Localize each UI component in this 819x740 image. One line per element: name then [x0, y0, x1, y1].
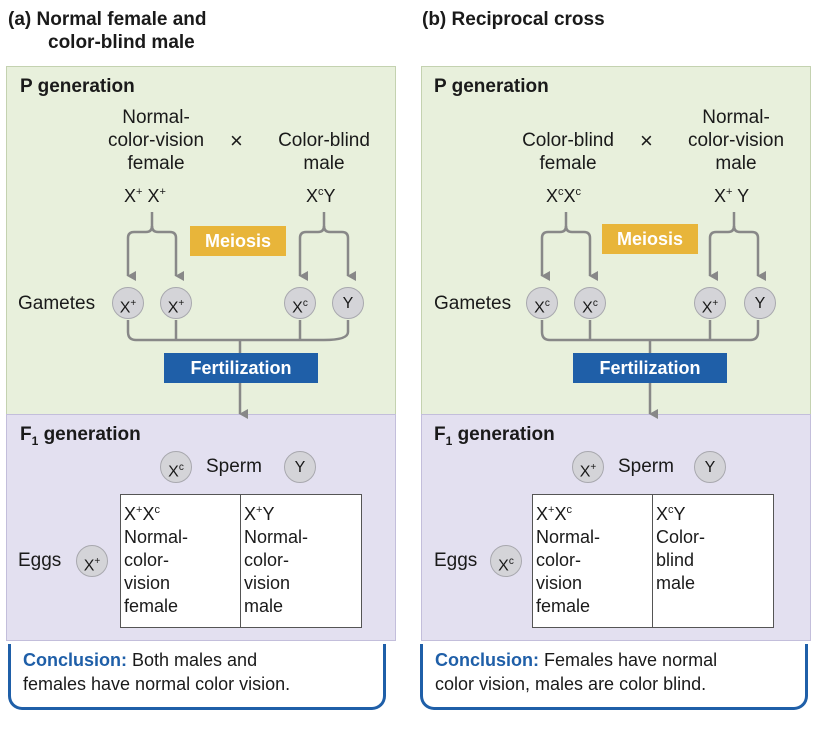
- panel-a-offspring-cell: X+Xc Normal- color- vision female: [121, 495, 241, 627]
- panel-a-offspring-text: vision: [244, 573, 291, 593]
- panel-a-offspring-text: female: [124, 596, 179, 616]
- panel-b-f1-subscript: 1: [445, 433, 453, 448]
- panel-b-left-parent-line: female: [539, 153, 597, 174]
- panel-b-conclusion: Conclusion: Females have normal color vi…: [420, 644, 808, 710]
- panel-b-offspring-genotype: X+Xc: [536, 504, 572, 524]
- panel-b-gamete: X+: [694, 287, 726, 319]
- panel-a-conclusion-text: Both males and: [127, 650, 258, 670]
- panel-b-offspring-text: color-: [536, 550, 582, 570]
- panel-a-gamete: X+: [112, 287, 144, 319]
- panel-b-offspring-text: female: [536, 596, 591, 616]
- panel-b-left-parent-line: Color-blind: [522, 130, 614, 151]
- panel-a-f1-word: generation: [43, 424, 141, 445]
- panel-b-right-genotype: X+ Y: [714, 186, 750, 206]
- panel-b-eggs-label: Eggs: [434, 550, 478, 571]
- panel-a-f1-letter: F: [20, 424, 32, 445]
- panel-b-meiosis-badge: Meiosis: [602, 224, 698, 254]
- panel-a-sperm-gamete: Y: [284, 451, 316, 483]
- panel-a-offspring-genotype: X+Xc: [124, 504, 160, 524]
- panel-b-sperm-label: Sperm: [618, 456, 674, 477]
- panel-b-gamete: Y: [744, 287, 776, 319]
- panel-b-offspring-text: vision: [536, 573, 583, 593]
- panel-b-title: (b) Reciprocal cross: [422, 9, 605, 30]
- panel-a-left-parent-line: female: [127, 153, 185, 174]
- panel-b-f1-word: generation: [457, 424, 555, 445]
- panel-a-left-parent-line: color-vision: [107, 130, 205, 151]
- panel-a-p-title: P generation: [20, 76, 135, 97]
- panel-b-cross-symbol: ×: [640, 128, 653, 153]
- panel-a-meiosis-badge: Meiosis: [190, 226, 286, 256]
- panel-a-offspring-genotype: X+Y: [244, 504, 275, 524]
- panel-b-offspring-cell: X+Xc Normal- color- vision female: [533, 495, 653, 627]
- panel-a-conclusion: Conclusion: Both males and females have …: [8, 644, 386, 710]
- panel-a-egg-gamete: X+: [76, 545, 108, 577]
- panel-a-conclusion-line1: Conclusion: Both males and: [23, 648, 371, 672]
- panel-a-conclusion-line2: females have normal color vision.: [23, 674, 291, 694]
- panel-b-egg-gamete: Xc: [490, 545, 522, 577]
- panel-a-right-parent: Color-blind male: [258, 129, 390, 175]
- panel-b-conclusion-line2: color vision, males are color blind.: [435, 674, 707, 694]
- panel-b-left-parent: Color-blind female: [506, 129, 630, 175]
- panel-a-gamete: X+: [160, 287, 192, 319]
- panel-b-gamete: Xc: [574, 287, 606, 319]
- panel-a-fertilization-badge: Fertilization: [164, 353, 318, 383]
- panel-b-p-title: P generation: [434, 76, 549, 97]
- panel-a-f1-title: F1 generation: [20, 424, 141, 448]
- panel-b-right-parent-line: male: [715, 153, 757, 174]
- panel-a-right-genotype: XcY: [306, 186, 336, 206]
- panel-a-offspring-text: male: [244, 596, 284, 616]
- panel-a-offspring-text: Normal-: [244, 527, 309, 547]
- panel-a-offspring-text: vision: [124, 573, 171, 593]
- panel-b-sperm-gamete: Y: [694, 451, 726, 483]
- panel-a-offspring-text: color-: [124, 550, 170, 570]
- panel-b-conclusion-line1: Conclusion: Females have normal: [435, 648, 793, 672]
- panel-b-fertilization-badge: Fertilization: [573, 353, 727, 383]
- panel-b-conclusion-key: Conclusion:: [435, 650, 539, 670]
- panel-a-left-parent-line: Normal-: [122, 107, 190, 128]
- panel-a-punnett-grid: X+Xc Normal- color- vision female X+Y No…: [120, 494, 362, 628]
- panel-b-right-parent-line: Normal-: [702, 107, 770, 128]
- panel-a-right-parent-line: Color-blind: [278, 130, 370, 151]
- panel-a-left-genotype: X+ X+: [124, 186, 166, 206]
- panel-a-gametes-label: Gametes: [18, 293, 96, 314]
- panel-a-f1-subscript: 1: [31, 433, 39, 448]
- panel-a-cross-symbol: ×: [230, 128, 243, 153]
- panel-a-sperm-label: Sperm: [206, 456, 262, 477]
- panel-a-conclusion-key: Conclusion:: [23, 650, 127, 670]
- panel-b-offspring-text: blind: [656, 550, 695, 570]
- panel-a-right-parent-line: male: [303, 153, 345, 174]
- panel-b-left-genotype: XcXc: [546, 186, 582, 206]
- panel-b-right-parent-line: color-vision: [687, 130, 785, 151]
- panel-a-title-line1: (a) Normal female and: [8, 9, 207, 30]
- panel-b-offspring-text: Normal-: [536, 527, 601, 547]
- panel-a-title: (a) Normal female and color-blind male: [8, 8, 207, 54]
- panel-b-sperm-gamete: X+: [572, 451, 604, 483]
- panel-a-title-line2: color-blind male: [48, 32, 195, 53]
- panel-b-right-parent: Normal- color-vision male: [666, 106, 806, 175]
- panel-a-offspring-text: Normal-: [124, 527, 189, 547]
- panel-b-gamete: Xc: [526, 287, 558, 319]
- panel-b-f1-letter: F: [434, 424, 446, 445]
- panel-b-offspring-cell: XcY Color- blind male: [653, 495, 771, 627]
- panel-a-gamete: Xc: [284, 287, 316, 319]
- panel-a-offspring-text: color-: [244, 550, 290, 570]
- panel-a-left-parent: Normal- color-vision female: [86, 106, 226, 175]
- panel-a-offspring-cell: X+Y Normal- color- vision male: [241, 495, 359, 627]
- panel-a-sperm-gamete: Xc: [160, 451, 192, 483]
- panel-b-punnett-grid: X+Xc Normal- color- vision female XcY Co…: [532, 494, 774, 628]
- panel-b-f1-title: F1 generation: [434, 424, 555, 448]
- panel-b-conclusion-text: Females have normal: [539, 650, 718, 670]
- panel-b-offspring-genotype: XcY: [656, 504, 686, 524]
- panel-a-gamete: Y: [332, 287, 364, 319]
- panel-b-gametes-label: Gametes: [434, 293, 512, 314]
- panel-b-offspring-text: Color-: [656, 527, 706, 547]
- panel-a-eggs-label: Eggs: [18, 550, 62, 571]
- panel-b-offspring-text: male: [656, 573, 696, 593]
